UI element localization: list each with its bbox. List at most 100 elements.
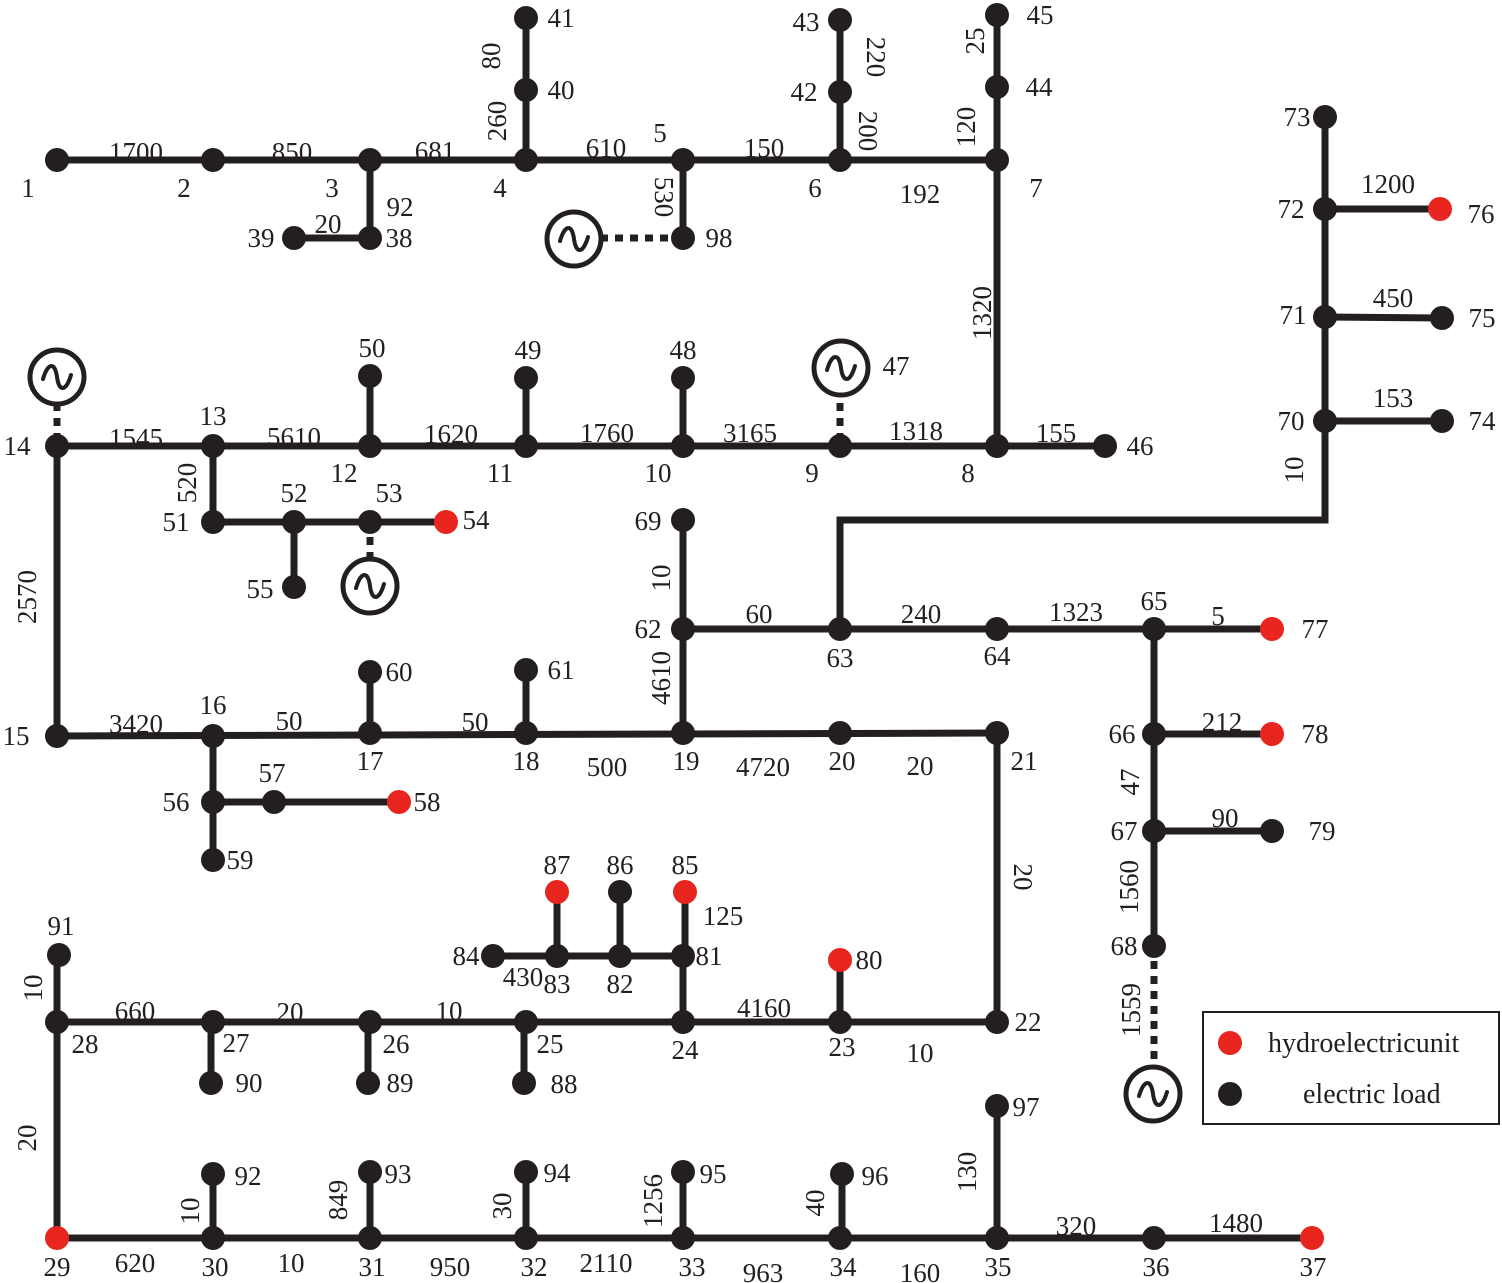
- edge-length-label: 10: [18, 975, 48, 1002]
- node-label: 89: [387, 1068, 414, 1098]
- node-label: 31: [359, 1252, 386, 1282]
- edge-length-label: 192: [900, 179, 941, 209]
- node-label: 24: [672, 1035, 700, 1065]
- edge-length-label: 10: [436, 996, 463, 1026]
- load-node: [828, 721, 852, 745]
- edge-length-label: 3420: [109, 709, 163, 739]
- load-node: [1142, 934, 1166, 958]
- node-label: 84: [453, 941, 481, 971]
- node-label: 4: [493, 173, 507, 203]
- node-label: 25: [537, 1029, 564, 1059]
- edge-length-label: 5610: [267, 422, 321, 452]
- node-label: 77: [1302, 614, 1329, 644]
- load-node: [514, 1010, 538, 1034]
- load-node: [608, 880, 632, 904]
- node-label: 20: [829, 746, 856, 776]
- edge-length-label: 520: [172, 463, 202, 504]
- node-label: 2: [177, 173, 191, 203]
- generator-label: 47: [883, 351, 910, 381]
- node-label: 71: [1280, 300, 1307, 330]
- generator-icon: [1123, 1064, 1183, 1124]
- node-label: 28: [72, 1029, 99, 1059]
- hydro-unit-node: [673, 880, 697, 904]
- node-label: 48: [670, 335, 697, 365]
- load-node: [201, 434, 225, 458]
- edge-length-label: 47: [1115, 769, 1145, 796]
- edge-length-label: 1620: [424, 419, 478, 449]
- node-label: 14: [4, 431, 32, 461]
- load-node: [671, 944, 695, 968]
- load-node: [201, 724, 225, 748]
- load-node: [201, 848, 225, 872]
- node-label: 39: [248, 223, 275, 253]
- node-label: 26: [383, 1029, 410, 1059]
- edge-length-label: 20: [12, 1125, 42, 1152]
- hydro-unit-node: [434, 510, 458, 534]
- load-node: [1142, 617, 1166, 641]
- load-node: [201, 1010, 225, 1034]
- legend-hydro-marker: [1218, 1031, 1242, 1055]
- node-label: 98: [706, 223, 733, 253]
- load-node: [671, 366, 695, 390]
- node-label: 1: [21, 173, 35, 203]
- node-label: 44: [1026, 72, 1054, 102]
- node-label: 81: [696, 941, 723, 971]
- edge-length-label: 30: [487, 1193, 517, 1220]
- node-label: 32: [521, 1252, 548, 1282]
- edge-length-label: 430: [503, 962, 544, 992]
- load-node: [45, 724, 69, 748]
- load-node: [514, 78, 538, 102]
- load-node: [985, 3, 1009, 27]
- edge-length-label: 120: [951, 107, 981, 148]
- edge-length-label: 155: [1036, 418, 1077, 448]
- edge-length-label: 4720: [736, 752, 790, 782]
- edge-length-label: 1480: [1209, 1208, 1263, 1238]
- load-node: [608, 944, 632, 968]
- node-label: 53: [376, 478, 403, 508]
- node-label: 13: [200, 401, 227, 431]
- edge-length-label: 1200: [1361, 169, 1415, 199]
- node-label: 9: [805, 458, 819, 488]
- legend-hydro-label: hydroelectricunit: [1268, 1028, 1459, 1059]
- edge-length-label: 20: [315, 209, 342, 239]
- node-label: 21: [1011, 746, 1038, 776]
- node-label: 18: [513, 746, 540, 776]
- hydro-unit-node: [1260, 722, 1284, 746]
- node-label: 82: [607, 969, 634, 999]
- load-node: [514, 366, 538, 390]
- load-node: [201, 1162, 225, 1186]
- edge-length-label: 610: [586, 133, 627, 163]
- load-node: [201, 1226, 225, 1250]
- edge-length-label: 10: [907, 1038, 934, 1068]
- hydro-unit-node: [545, 880, 569, 904]
- node-label: 8: [961, 458, 975, 488]
- node-label: 67: [1111, 816, 1138, 846]
- load-node: [514, 434, 538, 458]
- node-label: 35: [985, 1252, 1012, 1282]
- load-node: [514, 1160, 538, 1184]
- load-node: [358, 1010, 382, 1034]
- load-node: [358, 226, 382, 250]
- hydro-unit-node: [828, 948, 852, 972]
- load-node: [514, 658, 538, 682]
- node-label: 6: [808, 173, 822, 203]
- load-node: [985, 1226, 1009, 1250]
- load-node: [1142, 819, 1166, 843]
- node-label: 22: [1015, 1007, 1042, 1037]
- node-label: 50: [359, 333, 386, 363]
- node-label: 23: [829, 1032, 856, 1062]
- edge-length-label: 260: [482, 101, 512, 142]
- node-label: 90: [236, 1068, 263, 1098]
- legend-load-marker: [1218, 1082, 1242, 1106]
- load-node: [1313, 197, 1337, 221]
- node-label: 93: [385, 1159, 412, 1189]
- node-label: 60: [386, 657, 413, 687]
- legend: hydroelectricunit electric load: [1202, 1011, 1500, 1125]
- node-label: 57: [259, 758, 286, 788]
- hydro-unit-node: [45, 1226, 69, 1250]
- edge-length-label: 212: [1202, 707, 1243, 737]
- load-node: [1142, 1226, 1166, 1250]
- load-node: [985, 434, 1009, 458]
- edge-length-label: 130: [952, 1152, 982, 1193]
- edge-length-label: 849: [323, 1180, 353, 1221]
